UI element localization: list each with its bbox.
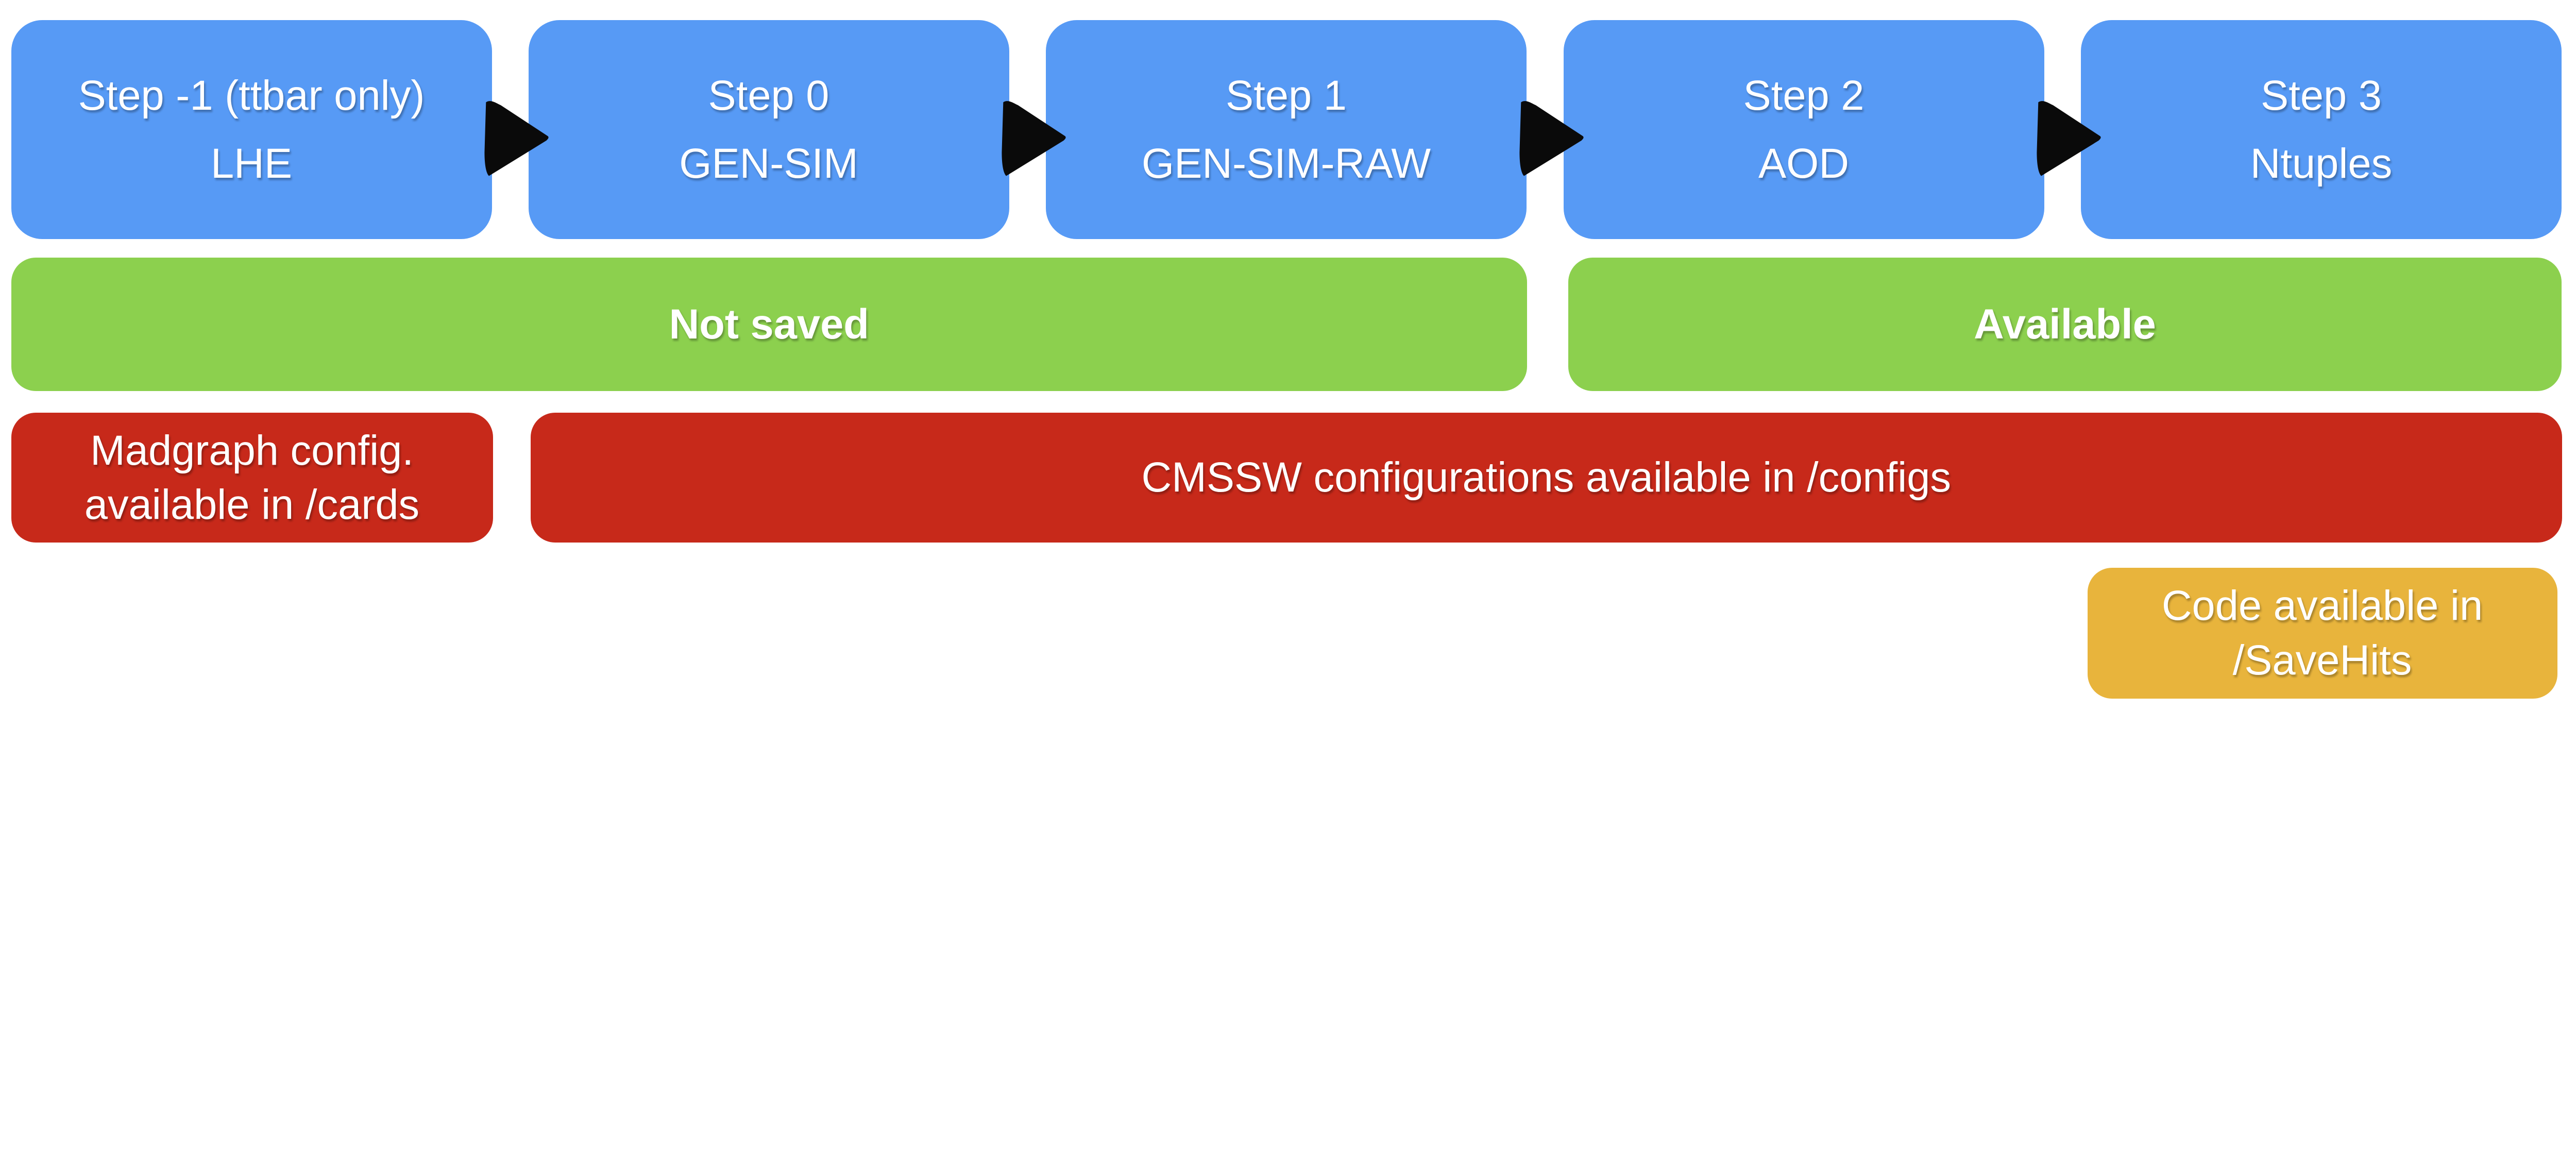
savehits-line2: /SaveHits xyxy=(2232,637,2412,684)
step-label: Step 2 xyxy=(1743,72,1865,119)
madgraph-config-band: Madgraph config. available in /cards xyxy=(11,413,493,543)
savehits-code-band: Code available in /SaveHits xyxy=(2087,567,2557,699)
step-label: Step 0 xyxy=(708,72,829,119)
flow-arrow-icon xyxy=(479,96,552,180)
savehits-line1: Code available in xyxy=(2161,582,2483,630)
step-label: Step 3 xyxy=(2261,72,2382,119)
cmssw-config-band: CMSSW configurations available in /confi… xyxy=(531,413,2562,543)
pipeline-diagram: Step -1 (ttbar only) LHE Step 0 GEN-SIM … xyxy=(11,20,2562,699)
not-saved-label: Not saved xyxy=(669,300,869,348)
flow-arrow-icon xyxy=(996,96,1070,180)
available-band: Available xyxy=(1568,257,2562,392)
madgraph-config-line1: Madgraph config. xyxy=(90,427,414,474)
step-box-aod: Step 2 AOD xyxy=(1563,20,2044,239)
step-format-label: AOD xyxy=(1758,140,1850,187)
flow-arrow-icon xyxy=(1514,96,1587,180)
step-format-label: GEN-SIM xyxy=(679,140,858,187)
step-format-label: LHE xyxy=(210,140,293,187)
step-box-gen-sim-raw: Step 1 GEN-SIM-RAW xyxy=(1046,20,1527,239)
step-label: Step -1 (ttbar only) xyxy=(78,72,425,119)
available-label: Available xyxy=(1974,300,2156,348)
not-saved-band: Not saved xyxy=(11,257,1527,392)
step-box-lhe: Step -1 (ttbar only) LHE xyxy=(11,20,492,239)
step-format-label: GEN-SIM-RAW xyxy=(1141,140,1431,187)
step-box-gen-sim: Step 0 GEN-SIM xyxy=(528,20,1009,239)
step-box-ntuples: Step 3 Ntuples xyxy=(2081,20,2562,239)
flow-arrow-icon xyxy=(2031,96,2105,180)
cmssw-config-label: CMSSW configurations available in /confi… xyxy=(1141,454,1952,501)
step-label: Step 1 xyxy=(1226,72,1347,119)
madgraph-config-line2: available in /cards xyxy=(84,481,420,529)
step-format-label: Ntuples xyxy=(2250,140,2393,187)
